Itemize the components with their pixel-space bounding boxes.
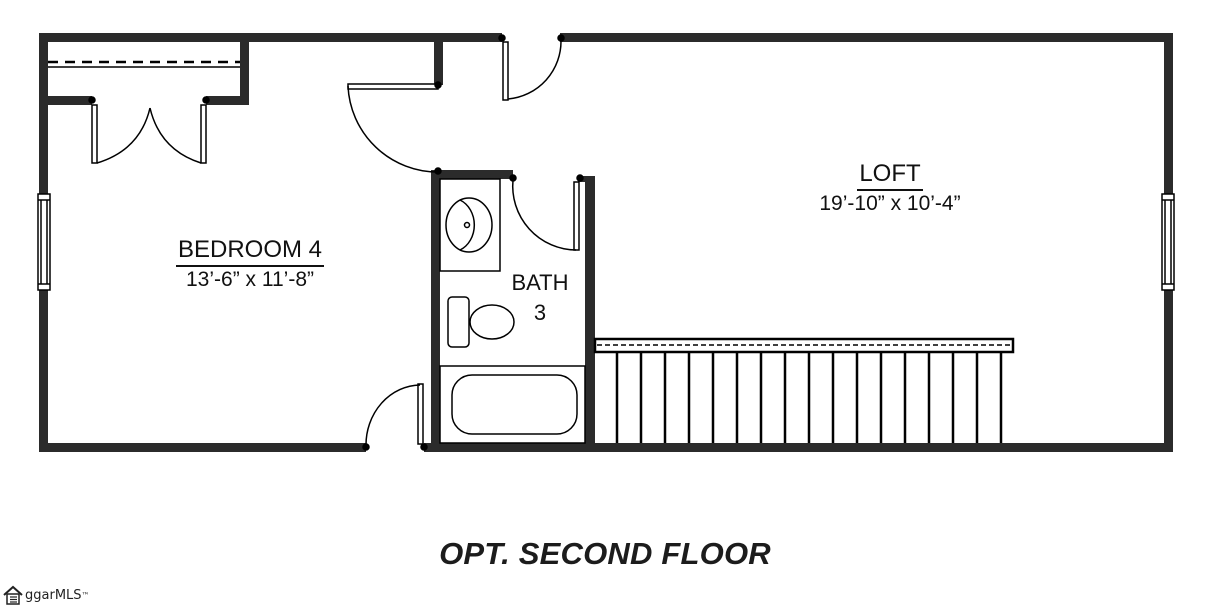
closet-double-doors [88, 96, 210, 164]
bedroom-window [37, 193, 51, 291]
room-label-loft: LOFT 19’-10” x 10’-4” [780, 160, 1000, 217]
loft-window [1161, 193, 1175, 291]
stair-railing [593, 337, 1015, 443]
floor-plan-title: OPT. SECOND FLOOR [439, 536, 771, 571]
room-name: LOFT [857, 160, 923, 191]
closet [48, 60, 240, 68]
interior-walls [39, 33, 595, 452]
room-label-bath-3: BATH 3 [500, 268, 580, 328]
trademark-symbol: ™ [81, 590, 90, 600]
bath-fixtures [439, 178, 586, 444]
room-number: 3 [533, 300, 547, 325]
house-logo-icon [3, 585, 23, 605]
room-label-bedroom-4: BEDROOM 4 13’-6” x 11’-8” [140, 236, 360, 293]
room-name: BEDROOM 4 [175, 236, 325, 267]
loft-entry-door [498, 34, 565, 101]
bedroom-lower-door [362, 383, 428, 451]
room-name: BATH [511, 270, 569, 295]
watermark-brand: ggarMLS [25, 587, 82, 603]
room-dimensions: 13’-6” x 11’-8” [186, 268, 314, 291]
bedroom-entry-door [347, 81, 442, 175]
room-dimensions: 19’-10” x 10’-4” [819, 192, 961, 215]
bath-door [509, 174, 584, 251]
